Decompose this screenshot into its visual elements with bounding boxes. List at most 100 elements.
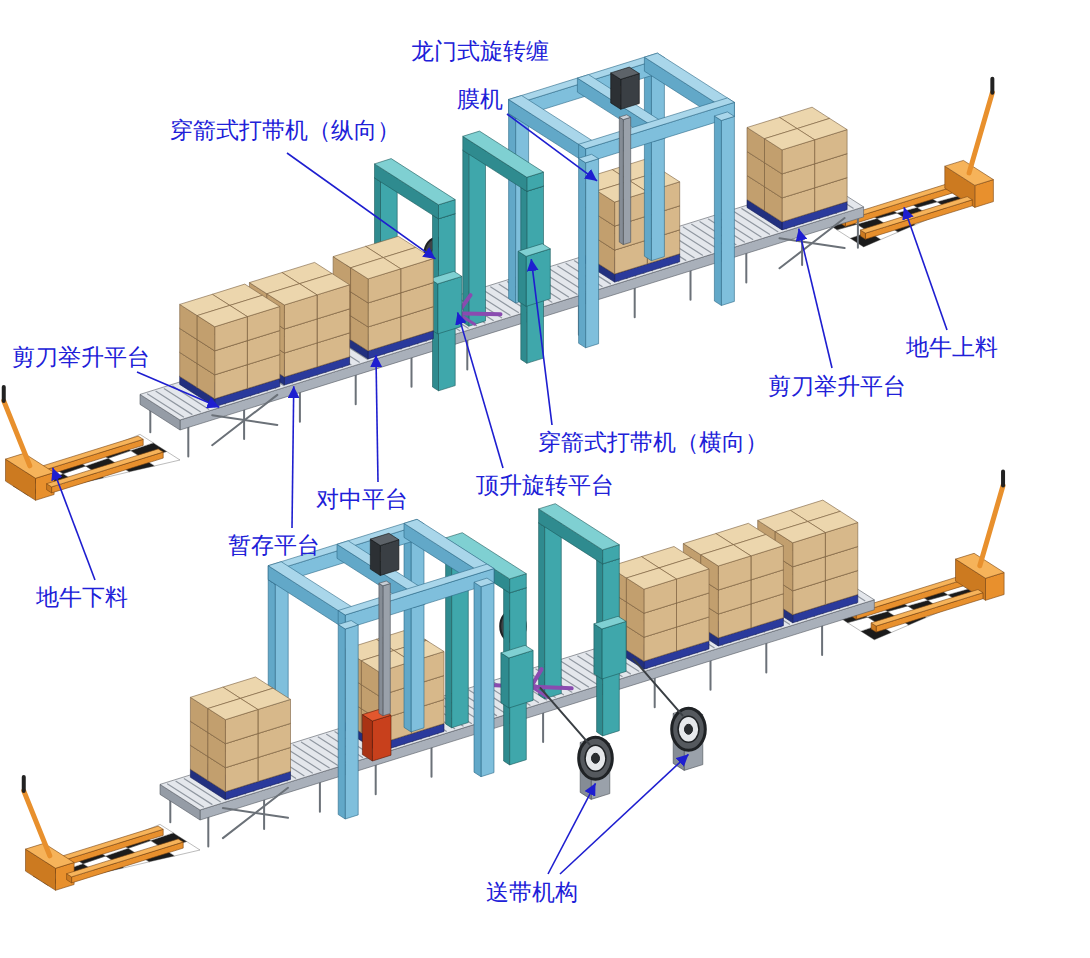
illustration-shape xyxy=(619,117,623,245)
illustration-line xyxy=(24,791,50,856)
illustration-shape xyxy=(345,569,494,629)
illustration-shape xyxy=(871,590,983,627)
illustration-line xyxy=(212,415,277,425)
leader-arrow xyxy=(376,355,378,482)
illustration-shape xyxy=(338,564,494,615)
illustration-shape xyxy=(644,71,651,261)
illustration-shape xyxy=(518,251,526,306)
illustration-line xyxy=(411,357,413,387)
illustration-shape xyxy=(463,131,544,177)
illustration-shape xyxy=(404,519,494,572)
illustration-line xyxy=(207,816,209,846)
reel xyxy=(585,745,606,771)
illustration-shape xyxy=(474,582,481,777)
illustration-shape xyxy=(375,159,456,205)
leader-arrow xyxy=(53,468,95,580)
illustration-shape xyxy=(721,116,734,305)
illustration-line xyxy=(375,764,377,794)
illustration-shape xyxy=(626,568,676,589)
illustration-shape xyxy=(474,578,494,587)
illustration-shape xyxy=(501,645,533,658)
part-label: 穿箭式打带机（纵向） xyxy=(170,117,400,143)
illustration-shape xyxy=(481,583,494,777)
illustration-line xyxy=(541,688,590,744)
illustration-shape xyxy=(518,244,550,257)
illustration-shape xyxy=(160,574,874,810)
illustration-shape xyxy=(651,72,664,261)
illustration-shape xyxy=(594,616,626,629)
illustration-shape xyxy=(539,504,620,550)
leader-arrow xyxy=(548,783,596,874)
illustration-shape xyxy=(140,181,864,420)
illustration-line xyxy=(319,782,321,812)
illustration-shape xyxy=(602,621,626,679)
illustration-line xyxy=(22,777,26,791)
illustration-shape xyxy=(404,537,411,732)
illustration-shape xyxy=(509,650,533,708)
illustration-shape xyxy=(509,114,516,304)
illustration-line xyxy=(1001,472,1005,486)
illustration-shape xyxy=(644,53,734,106)
illustration-line xyxy=(710,660,712,690)
part-label: 剪刀举升平台 xyxy=(768,373,906,399)
illustration-shape xyxy=(579,98,735,149)
illustration-shape xyxy=(351,258,401,279)
leader-arrow xyxy=(507,114,597,181)
illustration-shape xyxy=(701,545,751,566)
illustration-shape xyxy=(200,600,874,820)
illustration-line xyxy=(243,409,245,439)
illustration-shape xyxy=(714,116,721,306)
illustration xyxy=(4,53,1004,890)
illustration-shape xyxy=(586,159,599,348)
reel xyxy=(672,708,706,750)
illustration-line xyxy=(431,747,433,777)
illustration-shape xyxy=(876,593,983,632)
illustration-shape xyxy=(526,249,550,307)
illustration-shape xyxy=(267,284,317,305)
illustration-shape xyxy=(72,842,184,883)
illustration-shape xyxy=(765,129,815,150)
illustration-line xyxy=(355,374,357,404)
illustration-line xyxy=(690,270,692,300)
illustration-line xyxy=(634,287,636,317)
illustration-line xyxy=(969,93,992,173)
leader-lines xyxy=(53,114,947,874)
leader-arrow xyxy=(458,312,503,468)
illustration-shape xyxy=(362,715,372,761)
illustration-shape xyxy=(380,540,399,576)
illustration-line xyxy=(634,659,683,715)
part-label: 暂存平台 xyxy=(228,532,320,558)
illustration-line xyxy=(542,712,544,742)
reel xyxy=(579,737,613,779)
illustration-shape xyxy=(865,200,972,239)
illustration-line xyxy=(765,642,767,672)
illustration-line xyxy=(2,387,6,401)
illustration-line xyxy=(4,401,30,466)
illustration-shape xyxy=(594,624,602,679)
illustration-shape xyxy=(52,452,164,493)
illustration-shape xyxy=(619,115,630,120)
illustration-shape xyxy=(47,449,164,487)
illustration-shape xyxy=(860,197,972,234)
illustration-shape xyxy=(501,653,509,708)
part-label: 地牛下料 xyxy=(36,584,128,610)
illustration-shape xyxy=(379,583,383,716)
illustration-shape xyxy=(67,839,184,877)
reel xyxy=(678,716,699,742)
illustration-line xyxy=(299,392,301,422)
illustration-shape xyxy=(383,584,390,716)
part-label: 对中平台 xyxy=(316,486,408,512)
part-label: 地牛上料 xyxy=(906,334,998,360)
illustration-shape xyxy=(372,715,391,761)
illustration-shape xyxy=(714,112,734,121)
illustration-shape xyxy=(438,276,462,334)
illustration-shape xyxy=(586,102,735,162)
leader-arrow xyxy=(904,207,947,330)
illustration-line xyxy=(223,808,288,818)
illustration-shape xyxy=(338,621,358,630)
illustration-shape xyxy=(379,581,390,586)
leader-arrow xyxy=(560,754,689,874)
illustration-shape xyxy=(545,522,562,699)
illustration-shape xyxy=(411,538,424,732)
illustration-shape xyxy=(623,117,630,244)
